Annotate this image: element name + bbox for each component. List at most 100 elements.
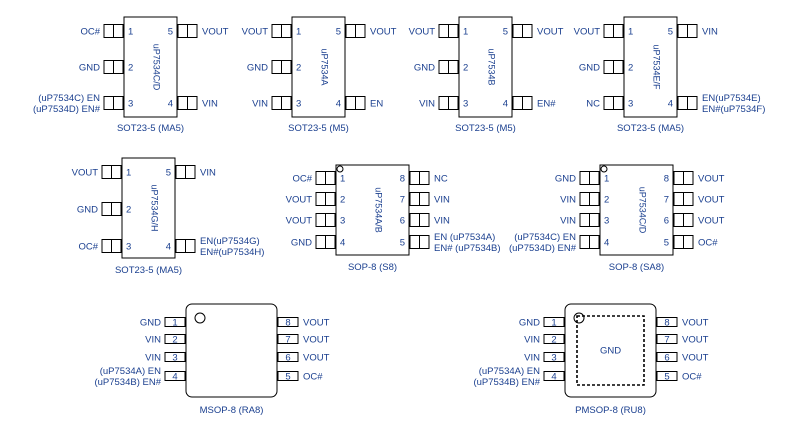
- pin-number: 6: [664, 353, 669, 364]
- pin-label: VOUT: [682, 318, 709, 329]
- pin-label: VIN: [434, 195, 450, 206]
- pin-label: VOUT: [72, 168, 99, 179]
- pin-number: 4: [172, 372, 177, 383]
- pin-1: 1 VOUT: [574, 24, 633, 38]
- pin-number: 8: [664, 318, 669, 329]
- pin-lead: [543, 317, 565, 327]
- exposed-pad: [576, 315, 645, 386]
- part-number: uP7534E/F: [652, 44, 662, 90]
- pin-label: VIN: [200, 168, 216, 179]
- pin-number: 5: [336, 27, 341, 38]
- pin-number: 1: [604, 174, 609, 185]
- pin-label: VOUT: [370, 27, 397, 38]
- pin-6: 6 VOUT: [656, 352, 709, 364]
- pin-label: VIN: [560, 216, 576, 227]
- pin-label: EN(uP7534G): [200, 236, 260, 247]
- pin-number: 4: [336, 99, 341, 110]
- pin-label: VOUT: [682, 353, 709, 364]
- pin-number: 1: [128, 27, 133, 38]
- pin-label: OC#: [292, 174, 312, 185]
- pin-number: 4: [503, 99, 508, 110]
- pin-number: 8: [285, 318, 290, 329]
- pin-number: 3: [296, 99, 301, 110]
- pin-number: 3: [340, 216, 345, 227]
- pin-number: 2: [628, 63, 633, 74]
- chip-body: [564, 303, 657, 398]
- pin-number: 5: [166, 168, 171, 179]
- pin-label: (uP7534C) EN: [38, 93, 100, 104]
- pin-5: 5 VOUT: [336, 24, 397, 38]
- pin-8: 8 VOUT: [656, 317, 709, 329]
- package-caption: SOT23-5 (M5): [288, 123, 349, 134]
- pin-label: OC#: [682, 372, 702, 383]
- pin-label: VOUT: [574, 27, 601, 38]
- pin-number: 2: [128, 63, 133, 74]
- pin-label: NC: [434, 174, 448, 185]
- chip-body: [458, 16, 513, 118]
- chip-body: [623, 16, 678, 118]
- pin-3: 3(uP7534C) EN(uP7534D) EN#: [33, 93, 133, 115]
- chip-body: [599, 164, 674, 256]
- pin-label: VOUT: [682, 335, 709, 346]
- chip-body: [121, 157, 176, 259]
- pin-label: OC#: [698, 238, 718, 249]
- pin-number: 8: [664, 174, 669, 185]
- pin-number: 1: [172, 318, 177, 329]
- pin-number: 1: [628, 27, 633, 38]
- chip-body: [335, 164, 410, 256]
- pin-label: VIN: [524, 335, 540, 346]
- pin-number: 1: [340, 174, 345, 185]
- pin-number: 4: [668, 99, 673, 110]
- pin-label: VIN: [524, 353, 540, 364]
- pin-lead: [277, 352, 299, 362]
- pin-label: GND: [579, 63, 600, 74]
- part-number: uP7534G/H: [150, 184, 160, 231]
- pin-number: 3: [126, 242, 131, 253]
- pin-label: OC#: [80, 27, 100, 38]
- pin-number: 4: [166, 242, 171, 253]
- pin-label: (uP7534D) EN#: [509, 243, 577, 254]
- pin-label: VIN: [419, 99, 435, 110]
- chip-body: [123, 16, 178, 118]
- pin-label: GND: [414, 63, 435, 74]
- part-number: uP7534A/B: [374, 187, 384, 233]
- exposed-pad-label: GND: [600, 346, 621, 357]
- pin-number: 5: [503, 27, 508, 38]
- chip-body: [291, 16, 346, 118]
- pin-label: GND: [291, 238, 312, 249]
- pin-lead: [656, 352, 678, 362]
- pin-label: VOUT: [409, 27, 436, 38]
- pin-number: 5: [285, 372, 290, 383]
- pin-label: GND: [555, 174, 576, 185]
- pin-label: VIN: [560, 195, 576, 206]
- pin-label: VOUT: [242, 27, 269, 38]
- package-caption: SOT23-5 (MA5): [115, 265, 182, 276]
- pin-5: 5 VIN: [166, 165, 216, 179]
- chip-body: [185, 303, 278, 398]
- package-caption: SOT23-5 (MA5): [617, 123, 684, 134]
- pin-label: EN(uP7534E): [702, 93, 761, 104]
